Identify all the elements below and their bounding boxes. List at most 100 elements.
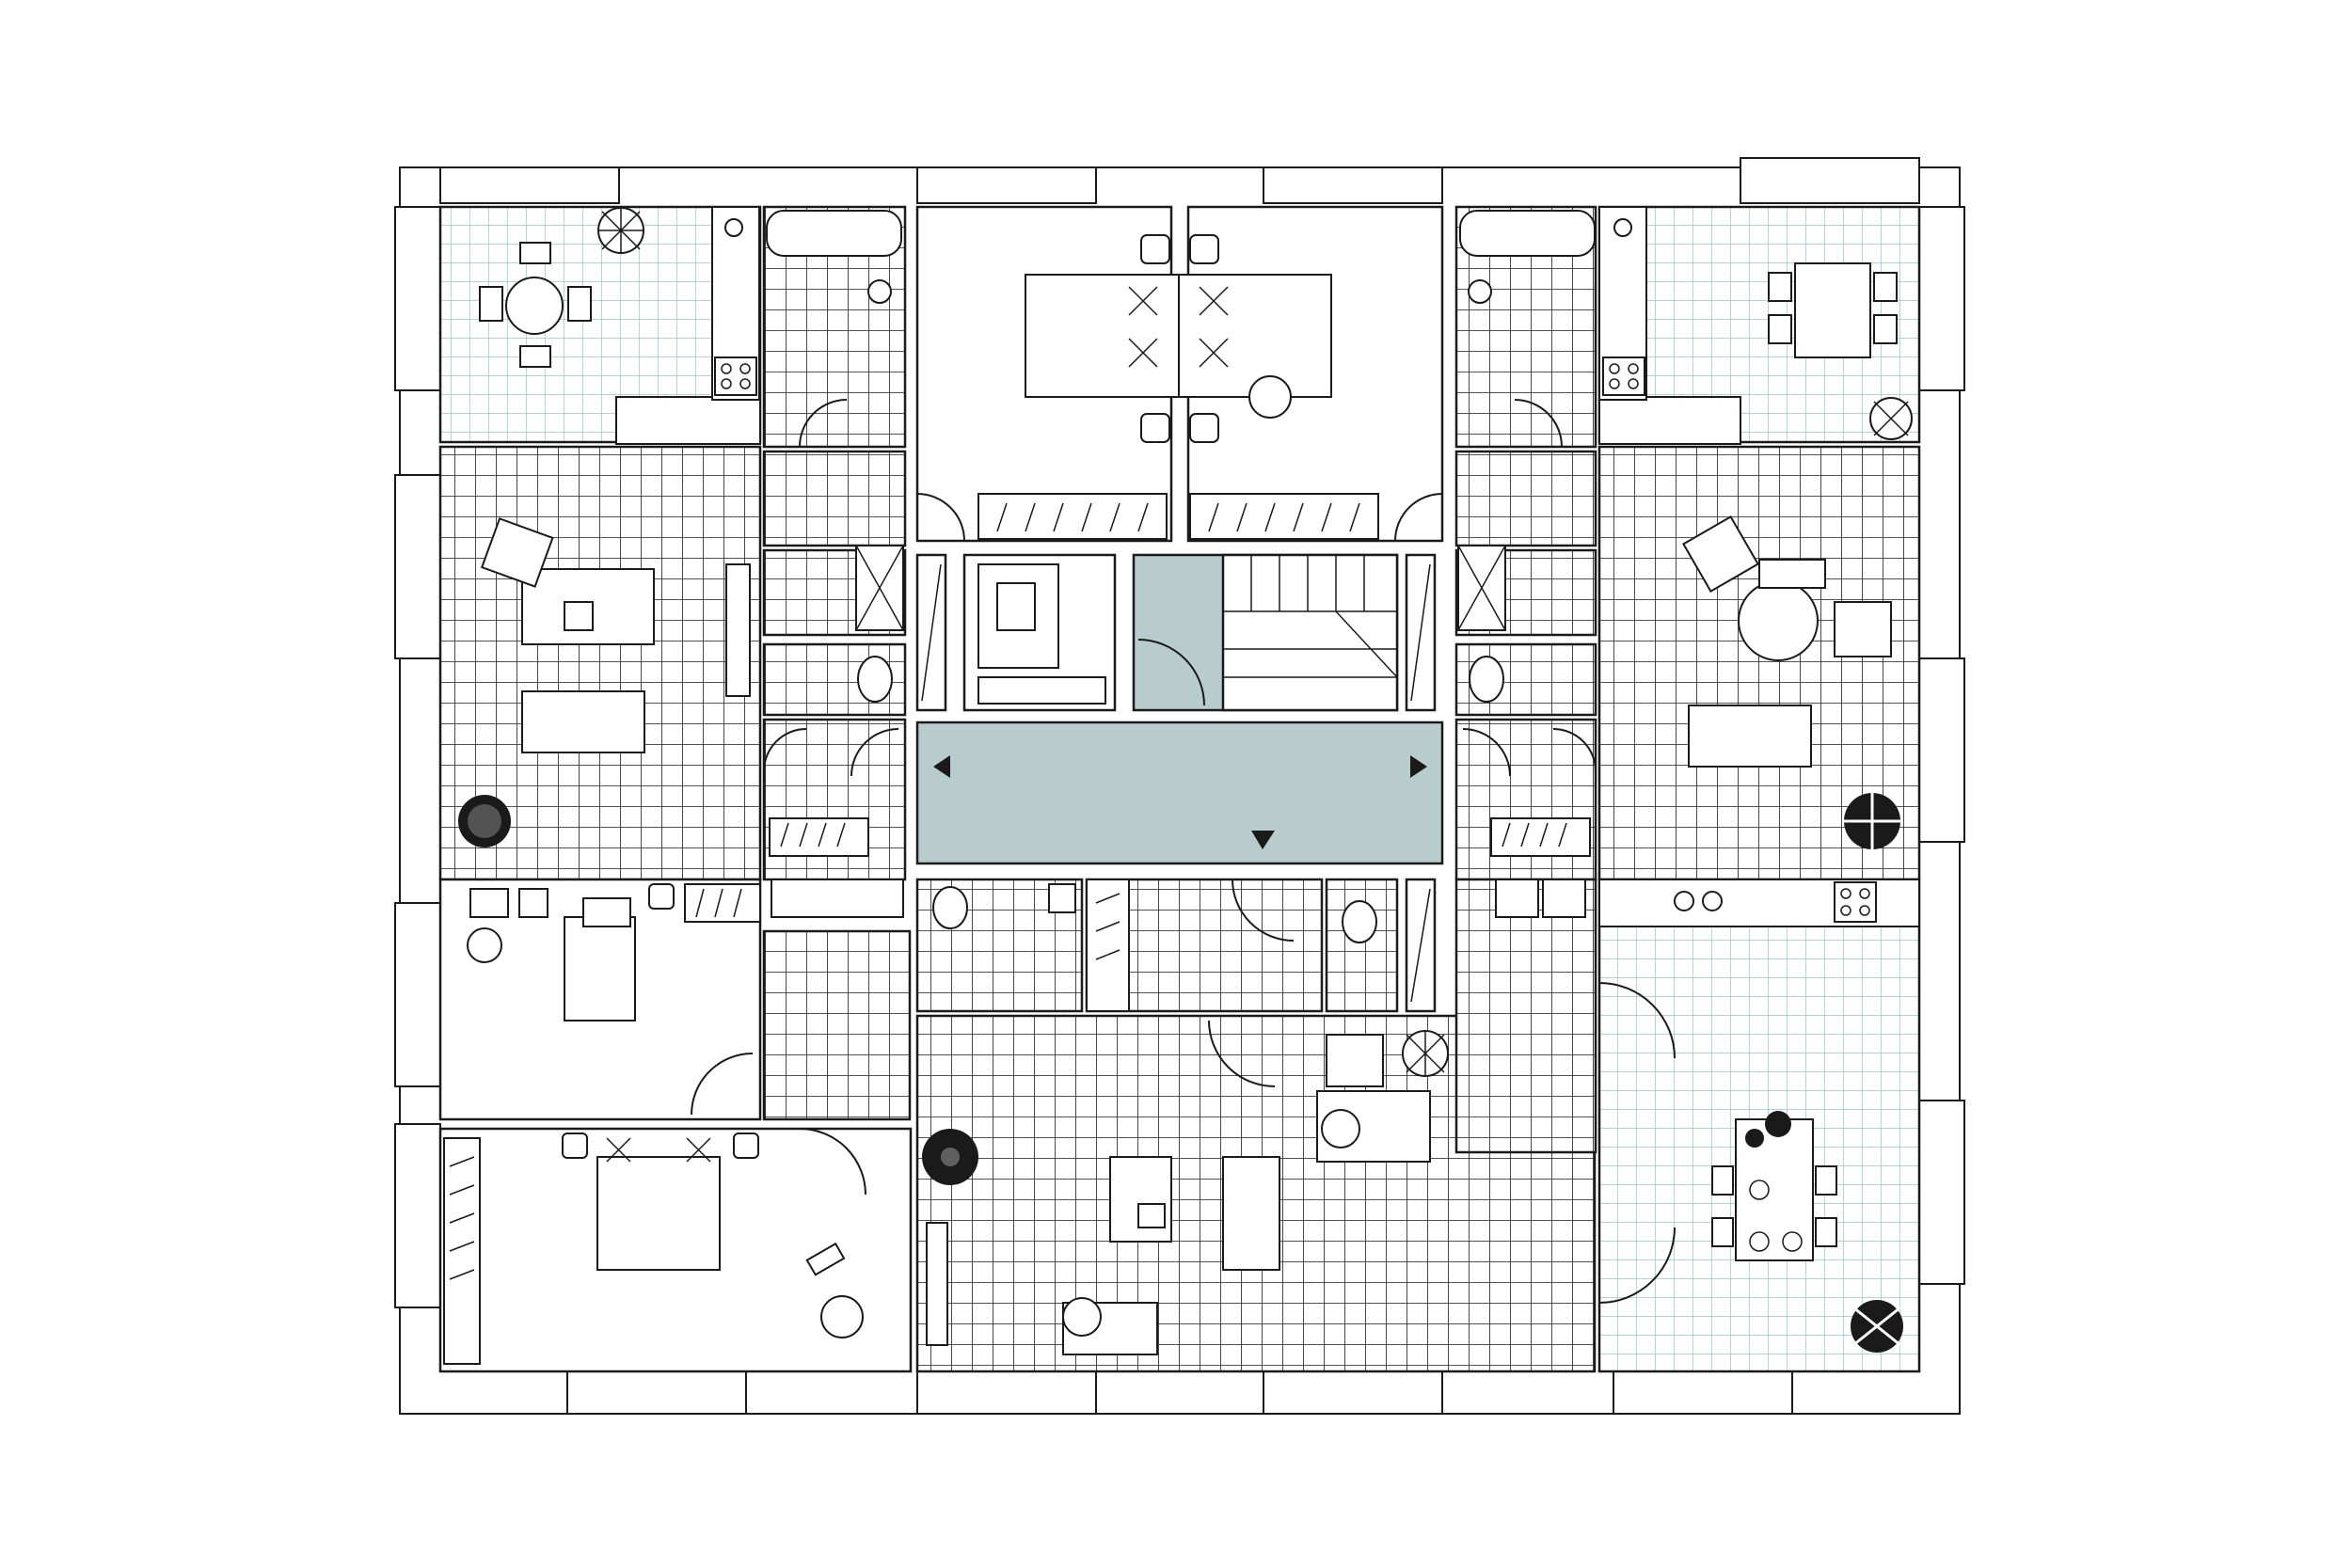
door-swing	[799, 1128, 866, 1196]
wardrobe-icon	[684, 883, 761, 923]
corridor	[915, 721, 1444, 865]
sink-icon	[724, 218, 743, 237]
door-swing	[1137, 639, 1205, 706]
window-left	[394, 902, 441, 1087]
window-left	[394, 474, 441, 659]
wardrobe-icon	[1490, 817, 1591, 857]
shaft	[1405, 878, 1437, 1013]
stove-icon	[714, 356, 757, 396]
wardrobe-icon	[1189, 493, 1379, 540]
window-bottom	[566, 1370, 747, 1415]
sink-icon	[1613, 218, 1632, 237]
sink-icon	[1674, 891, 1694, 911]
kitchen-counter	[615, 396, 761, 445]
object	[1745, 1129, 1764, 1148]
window-bottom	[916, 1370, 1097, 1415]
double-bed	[596, 1156, 721, 1271]
plant-icon	[597, 207, 644, 254]
wardrobe-icon	[1086, 879, 1130, 1012]
door-swing	[799, 399, 848, 448]
plate	[1749, 1180, 1770, 1200]
toilet-icon	[857, 656, 893, 703]
toilet-icon	[1342, 900, 1377, 943]
center-top-bedrooms	[915, 205, 1444, 543]
door-swing	[916, 493, 965, 542]
chair	[1873, 272, 1898, 302]
round-table	[1738, 580, 1819, 661]
chair	[1815, 1217, 1837, 1247]
dining-table	[505, 277, 564, 335]
single-bed	[564, 916, 636, 1022]
hall-bottom-left	[762, 929, 912, 1121]
sink-icon	[1468, 279, 1492, 304]
door-swing	[1462, 728, 1511, 777]
side-table	[1758, 559, 1826, 589]
stove-icon	[1834, 881, 1877, 923]
plant-icon	[1851, 1300, 1903, 1353]
cabinet	[1542, 879, 1586, 918]
person-icon	[1321, 1109, 1360, 1148]
window-bottom	[1613, 1370, 1793, 1415]
dining-table	[1794, 262, 1871, 358]
nightstand	[648, 883, 675, 910]
armchair	[480, 517, 554, 588]
window-left	[394, 206, 441, 391]
chair	[1768, 314, 1792, 344]
toilet-icon	[932, 886, 968, 929]
window-top	[439, 166, 620, 204]
window-top	[916, 166, 1097, 204]
wardrobe-icon	[443, 1137, 481, 1365]
door-swing	[1552, 728, 1597, 772]
left-arrow-icon	[933, 755, 950, 778]
armchair	[1326, 1034, 1384, 1087]
chair	[1711, 1165, 1734, 1196]
door-swing	[1598, 982, 1676, 1059]
chair	[479, 286, 503, 322]
wardrobe-icon	[769, 817, 869, 857]
sofa	[1222, 1156, 1280, 1271]
chair	[518, 888, 548, 918]
door-swing	[763, 728, 807, 772]
object	[1765, 1111, 1791, 1137]
armchair	[1834, 601, 1892, 657]
plant-icon	[1844, 793, 1900, 849]
book	[805, 1242, 846, 1276]
nightstand	[733, 1132, 759, 1159]
hall-bottom-center	[1454, 878, 1597, 1154]
nightstand	[1189, 413, 1219, 443]
plant-icon	[458, 795, 511, 847]
door-swing	[850, 728, 899, 777]
sideboard	[926, 1222, 948, 1346]
plant-icon	[922, 1129, 978, 1185]
down-arrow-icon	[1251, 831, 1275, 849]
cabinet	[1495, 879, 1539, 918]
window-right	[1918, 1100, 1965, 1285]
building-core	[915, 553, 1444, 865]
bathtub-icon	[766, 210, 902, 257]
chair	[1711, 1217, 1734, 1247]
window-left	[394, 1123, 441, 1308]
kitchen-counter	[1598, 396, 1741, 445]
coffee-table	[1109, 1156, 1172, 1243]
shelf	[771, 879, 904, 918]
hall-top-left	[762, 450, 907, 547]
door-swing	[1232, 879, 1295, 942]
door-swing	[691, 1053, 754, 1116]
toilet-icon	[1469, 656, 1504, 703]
person-icon	[467, 927, 502, 963]
nightstand	[1189, 234, 1219, 264]
plant-icon	[1869, 397, 1913, 440]
chair	[1873, 314, 1898, 344]
person-icon	[1062, 1297, 1102, 1337]
window-bottom	[1263, 1370, 1443, 1415]
door-swing	[1598, 1227, 1676, 1304]
sideboard	[725, 563, 751, 697]
chair	[1815, 1165, 1837, 1196]
person-icon	[820, 1295, 864, 1338]
stove-icon	[1602, 356, 1645, 396]
wardrobe-icon	[977, 493, 1168, 540]
hall-top-right	[1454, 450, 1597, 547]
desk	[469, 888, 509, 918]
wc-bottom-center	[1325, 878, 1399, 1013]
